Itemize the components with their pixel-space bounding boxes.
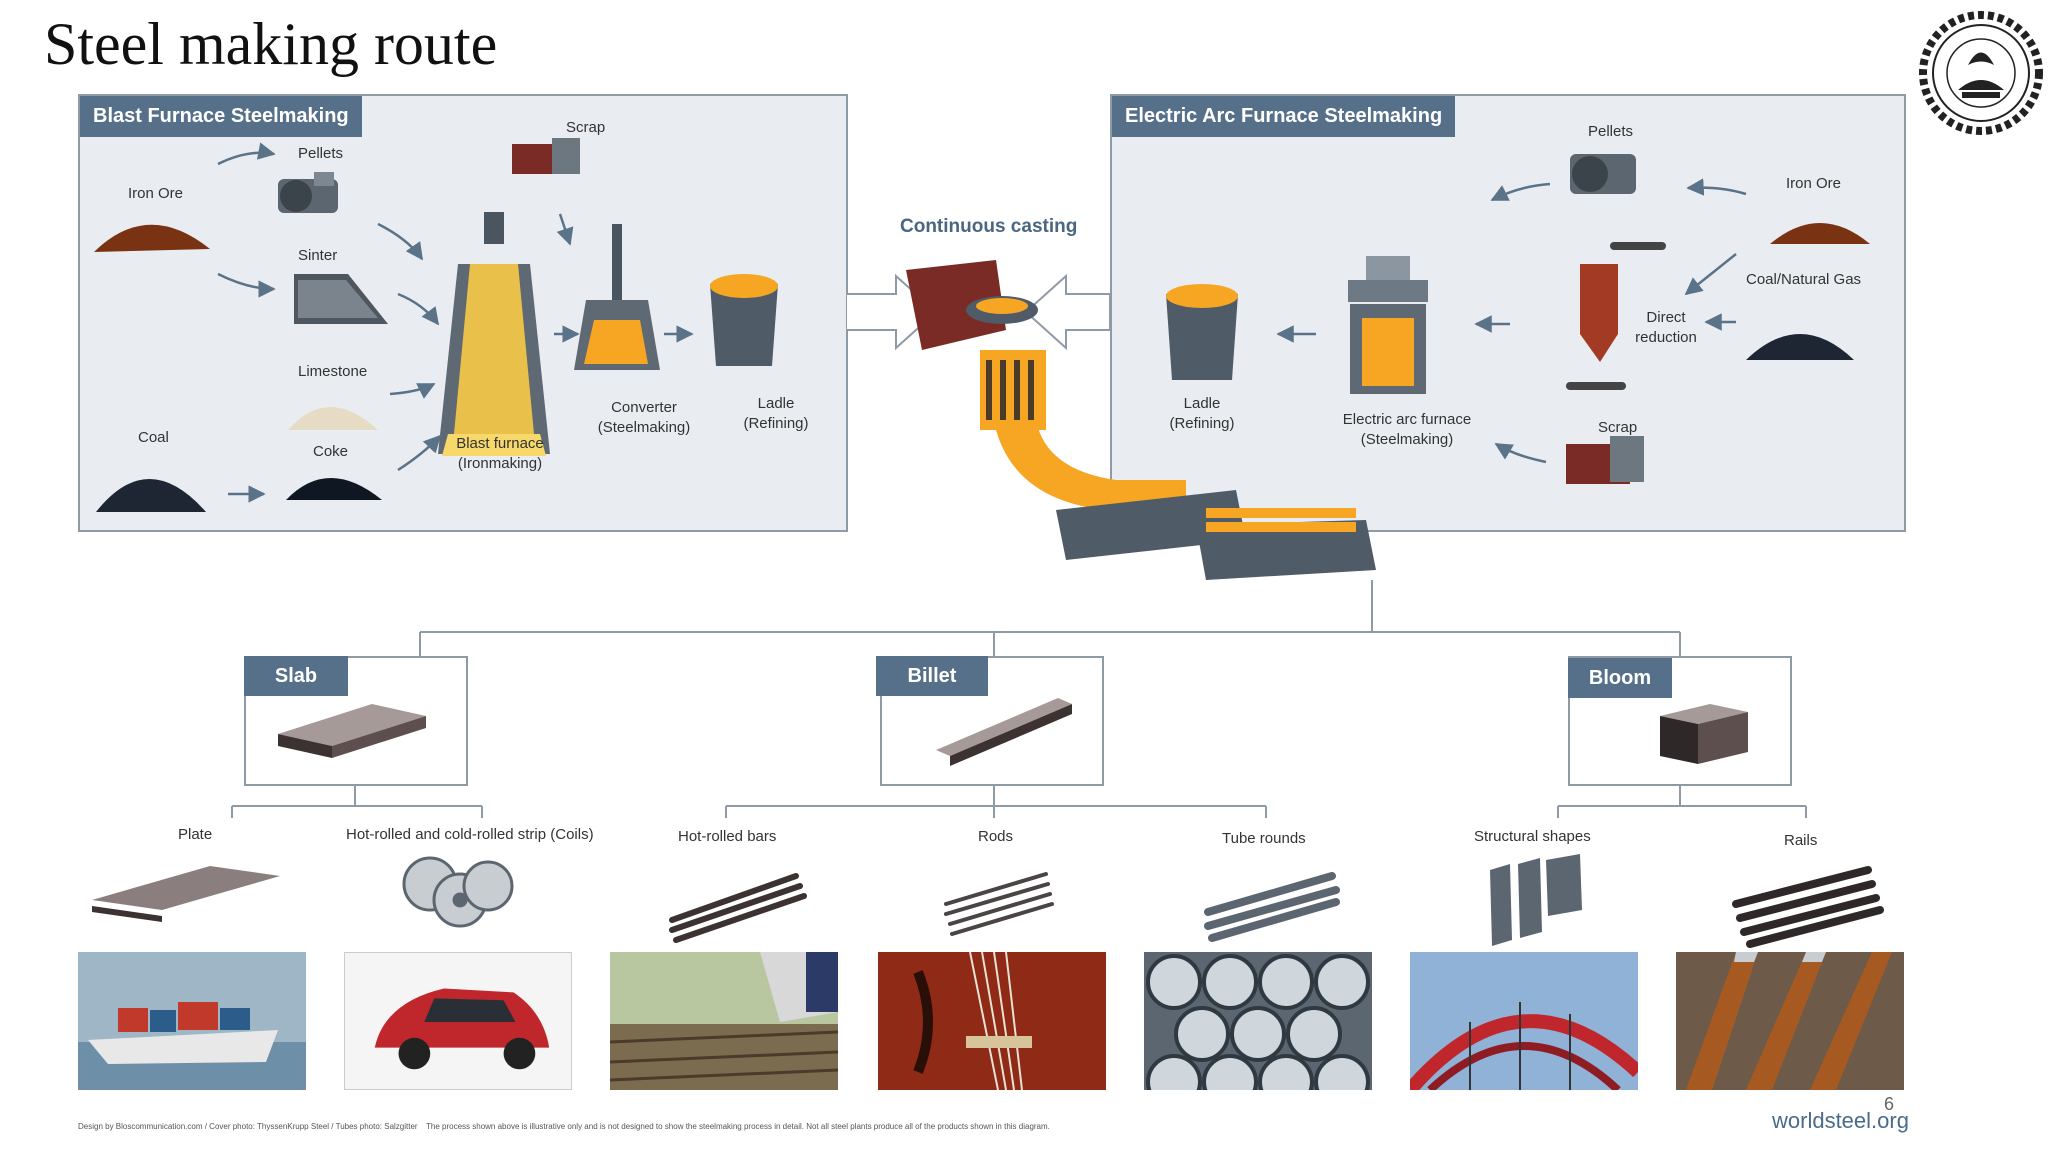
billet-title: Billet <box>876 656 988 696</box>
structural-shapes-label: Structural shapes <box>1474 828 1591 845</box>
arrow-icon <box>1276 178 1747 464</box>
plate-icon <box>92 866 280 922</box>
coil-icon <box>402 856 514 928</box>
bf-ladle-sub: (Refining) <box>743 415 809 432</box>
eaf-furnace-name: Electric arc furnace <box>1342 411 1472 428</box>
coke-pile-icon <box>286 478 382 500</box>
limestone-pile-icon <box>288 407 378 430</box>
scrap-icon <box>512 138 580 174</box>
continuous-casting-label: Continuous casting <box>900 216 1078 237</box>
eaf-direct-reduction-label: Direct reduction <box>1616 308 1716 348</box>
bf-converter-sub: (Steelmaking) <box>597 419 691 436</box>
caster-icon <box>846 260 1376 580</box>
ladle-icon <box>710 274 778 366</box>
hot-rolled-bars-icon <box>669 873 807 943</box>
pellet-plant-icon <box>1570 154 1636 194</box>
eaf-ladle-sub: (Refining) <box>1169 415 1235 432</box>
bf-ladle-name: Ladle <box>757 395 795 412</box>
scrap-icon <box>1566 436 1644 484</box>
bf-blast-furnace-label: Blast furnace (Ironmaking) <box>440 434 560 474</box>
rods-icon <box>944 872 1054 936</box>
bf-converter-name: Converter <box>611 399 677 416</box>
slide-title: Steel making route <box>44 11 498 77</box>
bf-ladle-label: Ladle (Refining) <box>716 394 836 434</box>
photo-red-bridge <box>1410 952 1638 1090</box>
coal-pile-icon <box>1746 334 1854 360</box>
pellet-plant-icon <box>278 172 338 213</box>
bf-converter-label: Converter (Steelmaking) <box>584 398 704 438</box>
disclaimer: The process shown above is illustrative … <box>426 1122 1050 1131</box>
bf-coal-label: Coal <box>138 429 169 446</box>
eaf-coal-gas-label: Coal/Natural Gas <box>1746 271 1862 288</box>
bf-pellets-label: Pellets <box>298 145 344 162</box>
eaf-panel-title: Electric Arc Furnace Steelmaking <box>1112 96 1456 137</box>
bf-blast-furnace-sub: (Ironmaking) <box>457 455 543 472</box>
ore-pile-icon <box>94 224 210 252</box>
bloom-icon <box>1660 704 1748 764</box>
bf-scrap-label: Scrap <box>566 119 606 136</box>
photo-container-ship <box>78 952 306 1090</box>
eaf-ladle-label: Ladle (Refining) <box>1142 394 1262 434</box>
eaf-furnace-sub: (Steelmaking) <box>1360 431 1454 448</box>
sinter-plant-icon <box>294 274 388 324</box>
eaf-pellets-label: Pellets <box>1588 123 1634 140</box>
bf-coke-label: Coke <box>313 443 349 460</box>
eaf-scrap-label: Scrap <box>1598 419 1638 436</box>
eaf-process-graphic <box>1166 154 1870 484</box>
bf-iron-ore-label: Iron Ore <box>128 185 184 202</box>
photo-red-car <box>344 952 572 1090</box>
photo-rails <box>1676 952 1904 1090</box>
coal-pile-icon <box>96 479 206 512</box>
blast-furnace-process-graphic <box>94 138 778 512</box>
ladle-icon <box>1166 284 1238 380</box>
photo-steel-tubes <box>1144 952 1372 1090</box>
converter-icon <box>574 224 660 370</box>
eaf-icon <box>1348 256 1428 394</box>
bf-sinter-label: Sinter <box>298 247 338 264</box>
tube-rounds-icon <box>1204 872 1340 942</box>
slab-icon <box>278 704 426 758</box>
plate-label: Plate <box>178 826 213 843</box>
direct-reduction-icon <box>1566 242 1666 390</box>
brand-link[interactable]: worldsteel.org <box>1772 1108 1909 1133</box>
bf-limestone-label: Limestone <box>298 363 368 380</box>
eaf-iron-ore-label: Iron Ore <box>1786 175 1842 192</box>
ore-pile-icon <box>1770 223 1870 244</box>
eaf-reduction-text: reduction <box>1635 329 1697 346</box>
eaf-ladle-name: Ladle <box>1183 395 1221 412</box>
hot-rolled-bars-label: Hot-rolled bars <box>678 828 777 845</box>
tube-rounds-label: Tube rounds <box>1222 830 1306 847</box>
photo-violin-strings <box>878 952 1106 1090</box>
billet-box <box>880 656 1104 786</box>
institute-logo <box>1918 10 2044 136</box>
arrow-icon <box>217 142 694 503</box>
blast-furnace-panel-title: Blast Furnace Steelmaking <box>80 96 362 137</box>
slab-title: Slab <box>244 656 348 696</box>
product-graphics <box>92 854 1884 948</box>
billet-icon <box>936 698 1072 766</box>
eaf-furnace-label: Electric arc furnace (Steelmaking) <box>1332 410 1482 450</box>
bf-blast-furnace-name: Blast furnace <box>456 435 544 452</box>
rails-icon <box>1732 866 1884 948</box>
photo-rebar-work <box>610 952 838 1090</box>
eaf-direct-text: Direct <box>1646 309 1686 326</box>
structural-shapes-icon <box>1490 854 1582 946</box>
photo-credit: Design by Bloscommunication.com / Cover … <box>78 1122 418 1131</box>
blast-furnace-icon <box>438 212 550 456</box>
rails-label: Rails <box>1784 832 1818 849</box>
bloom-title: Bloom <box>1568 658 1672 698</box>
page-number: 6 <box>1884 1094 1895 1114</box>
strip-label: Hot-rolled and cold-rolled strip (Coils) <box>346 826 594 843</box>
rods-label: Rods <box>978 828 1014 845</box>
